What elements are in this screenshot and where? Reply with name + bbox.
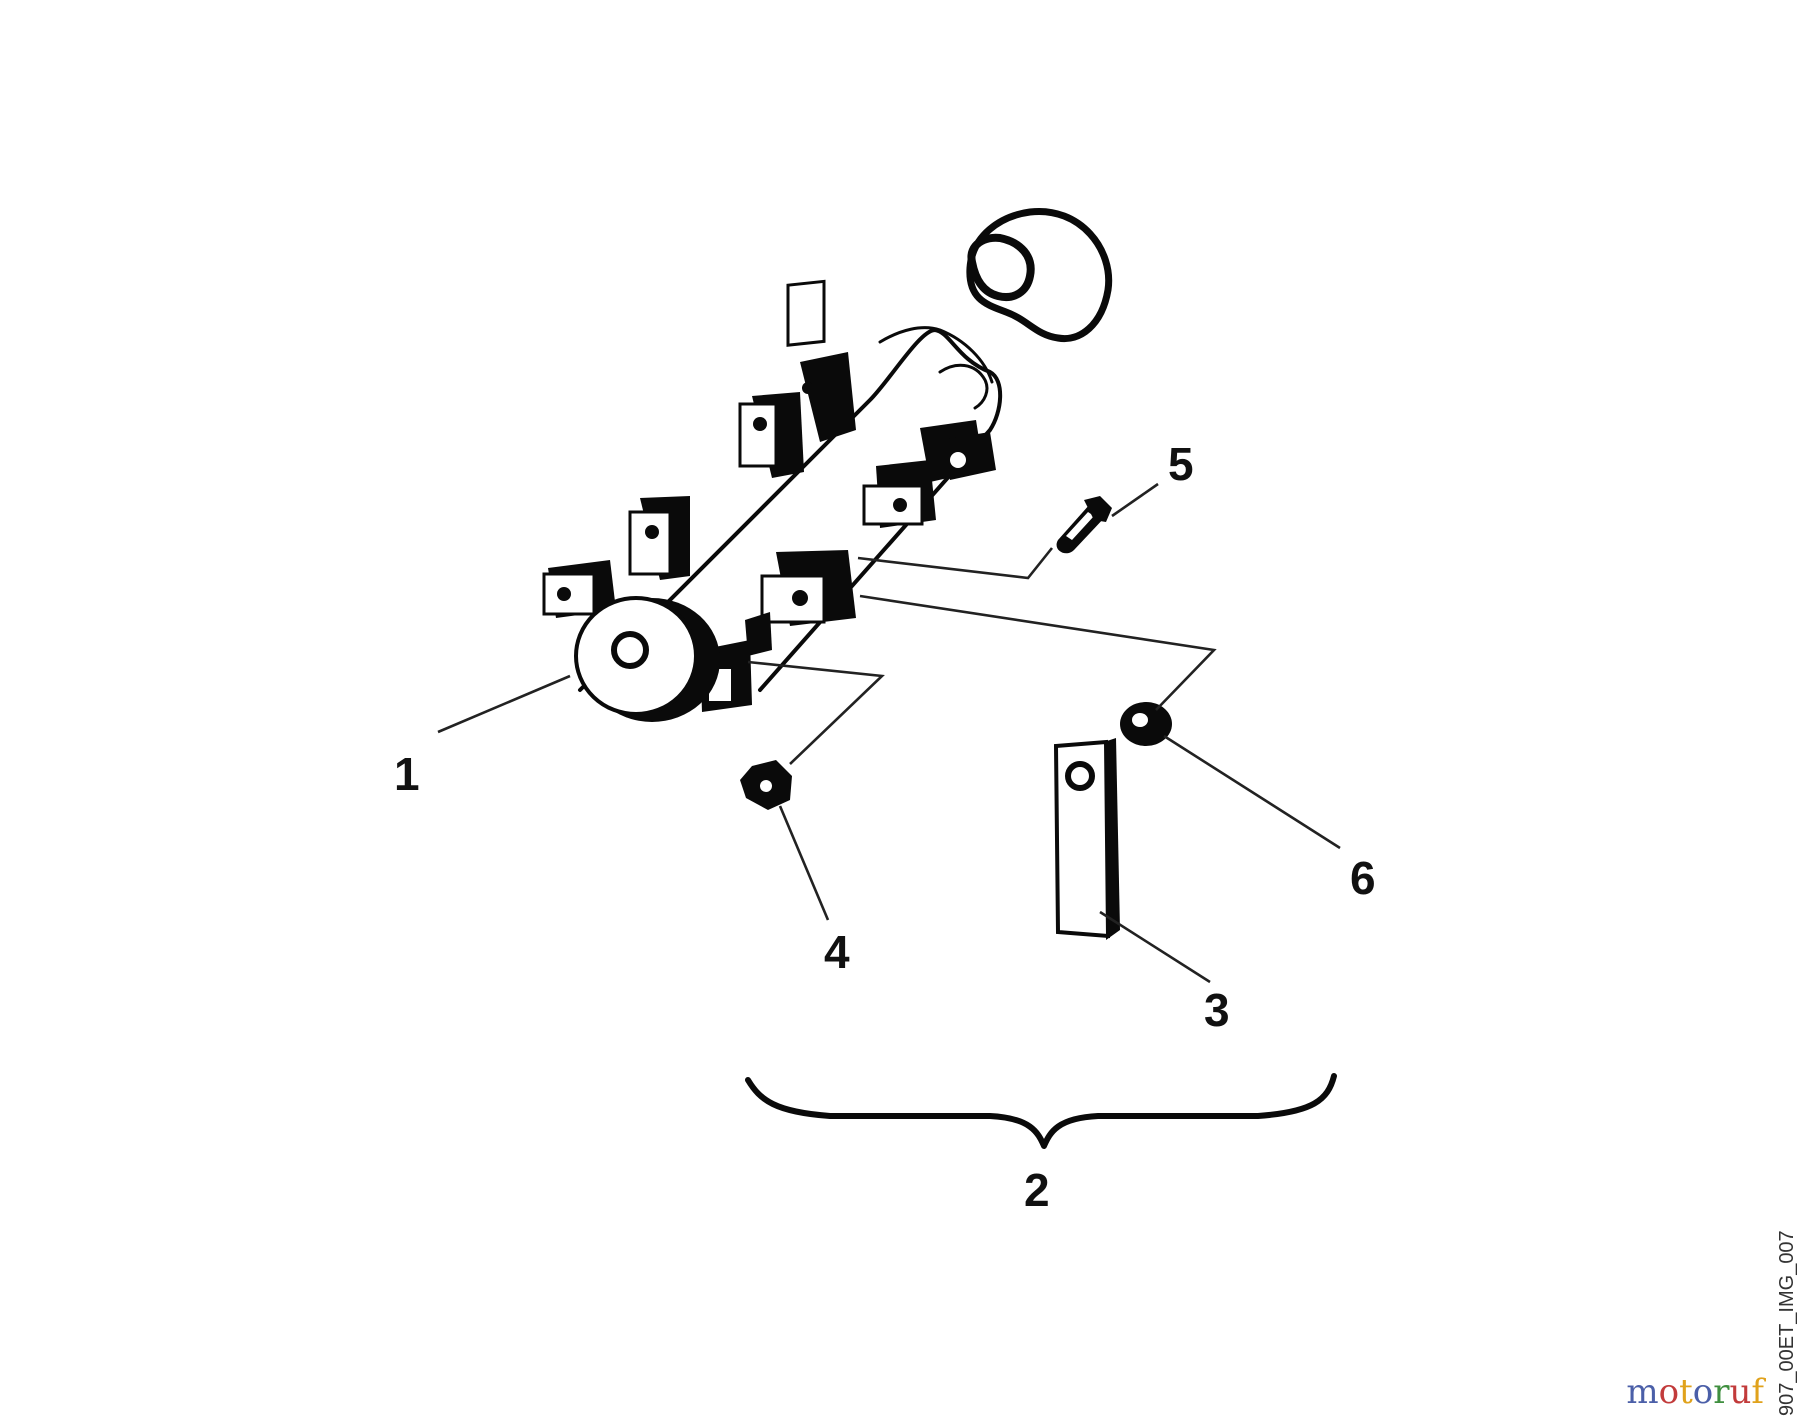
brand-logo: motoruf — [1626, 1372, 1764, 1412]
callout-5: 5 — [1168, 438, 1194, 490]
callout-3: 3 — [1204, 984, 1230, 1036]
callout-1: 1 — [394, 748, 420, 800]
blade-mount-lower-2 — [862, 460, 936, 528]
pulley-wheel — [574, 596, 720, 722]
callout-2: 2 — [1024, 1164, 1050, 1216]
washer — [1120, 702, 1172, 746]
brand-logo-letter: f — [1751, 1372, 1764, 1412]
brand-logo-letter: o — [1692, 1372, 1714, 1412]
brand-logo-letter: t — [1679, 1372, 1693, 1412]
leader-4b — [778, 805, 830, 921]
leader-1 — [437, 674, 571, 734]
brand-logo-letter: r — [1713, 1372, 1730, 1412]
leader-4a — [747, 660, 885, 765]
blade-mount-left — [542, 560, 616, 618]
bolt — [1056, 496, 1112, 554]
blade-mount-lower-3 — [760, 550, 856, 626]
leader-lines — [437, 482, 1341, 984]
blade-mount-top-1 — [786, 279, 856, 442]
group-brace — [745, 1073, 1337, 1149]
leader-6b — [1163, 734, 1341, 850]
blade — [1053, 738, 1120, 940]
leader-6a — [859, 594, 1217, 711]
brand-logo-letter: u — [1729, 1372, 1752, 1412]
callout-4: 4 — [824, 926, 850, 978]
blade-mount-top-2 — [738, 392, 804, 478]
blade-mount-lower-1 — [920, 420, 996, 482]
blade-mount-top-3 — [628, 496, 690, 580]
leader-5 — [857, 547, 1054, 580]
image-code-label: 907_00ET_IMG_007 — [1776, 1230, 1798, 1416]
leader-5b — [1111, 482, 1159, 518]
callout-6: 6 — [1350, 852, 1376, 904]
cutter-shaft-assembly — [542, 279, 1003, 722]
drive-belt — [966, 207, 1113, 343]
brand-logo-letter: m — [1626, 1372, 1659, 1412]
brand-logo-letter: o — [1658, 1372, 1680, 1412]
leader-3 — [1099, 910, 1211, 984]
hex-nut — [740, 760, 792, 810]
